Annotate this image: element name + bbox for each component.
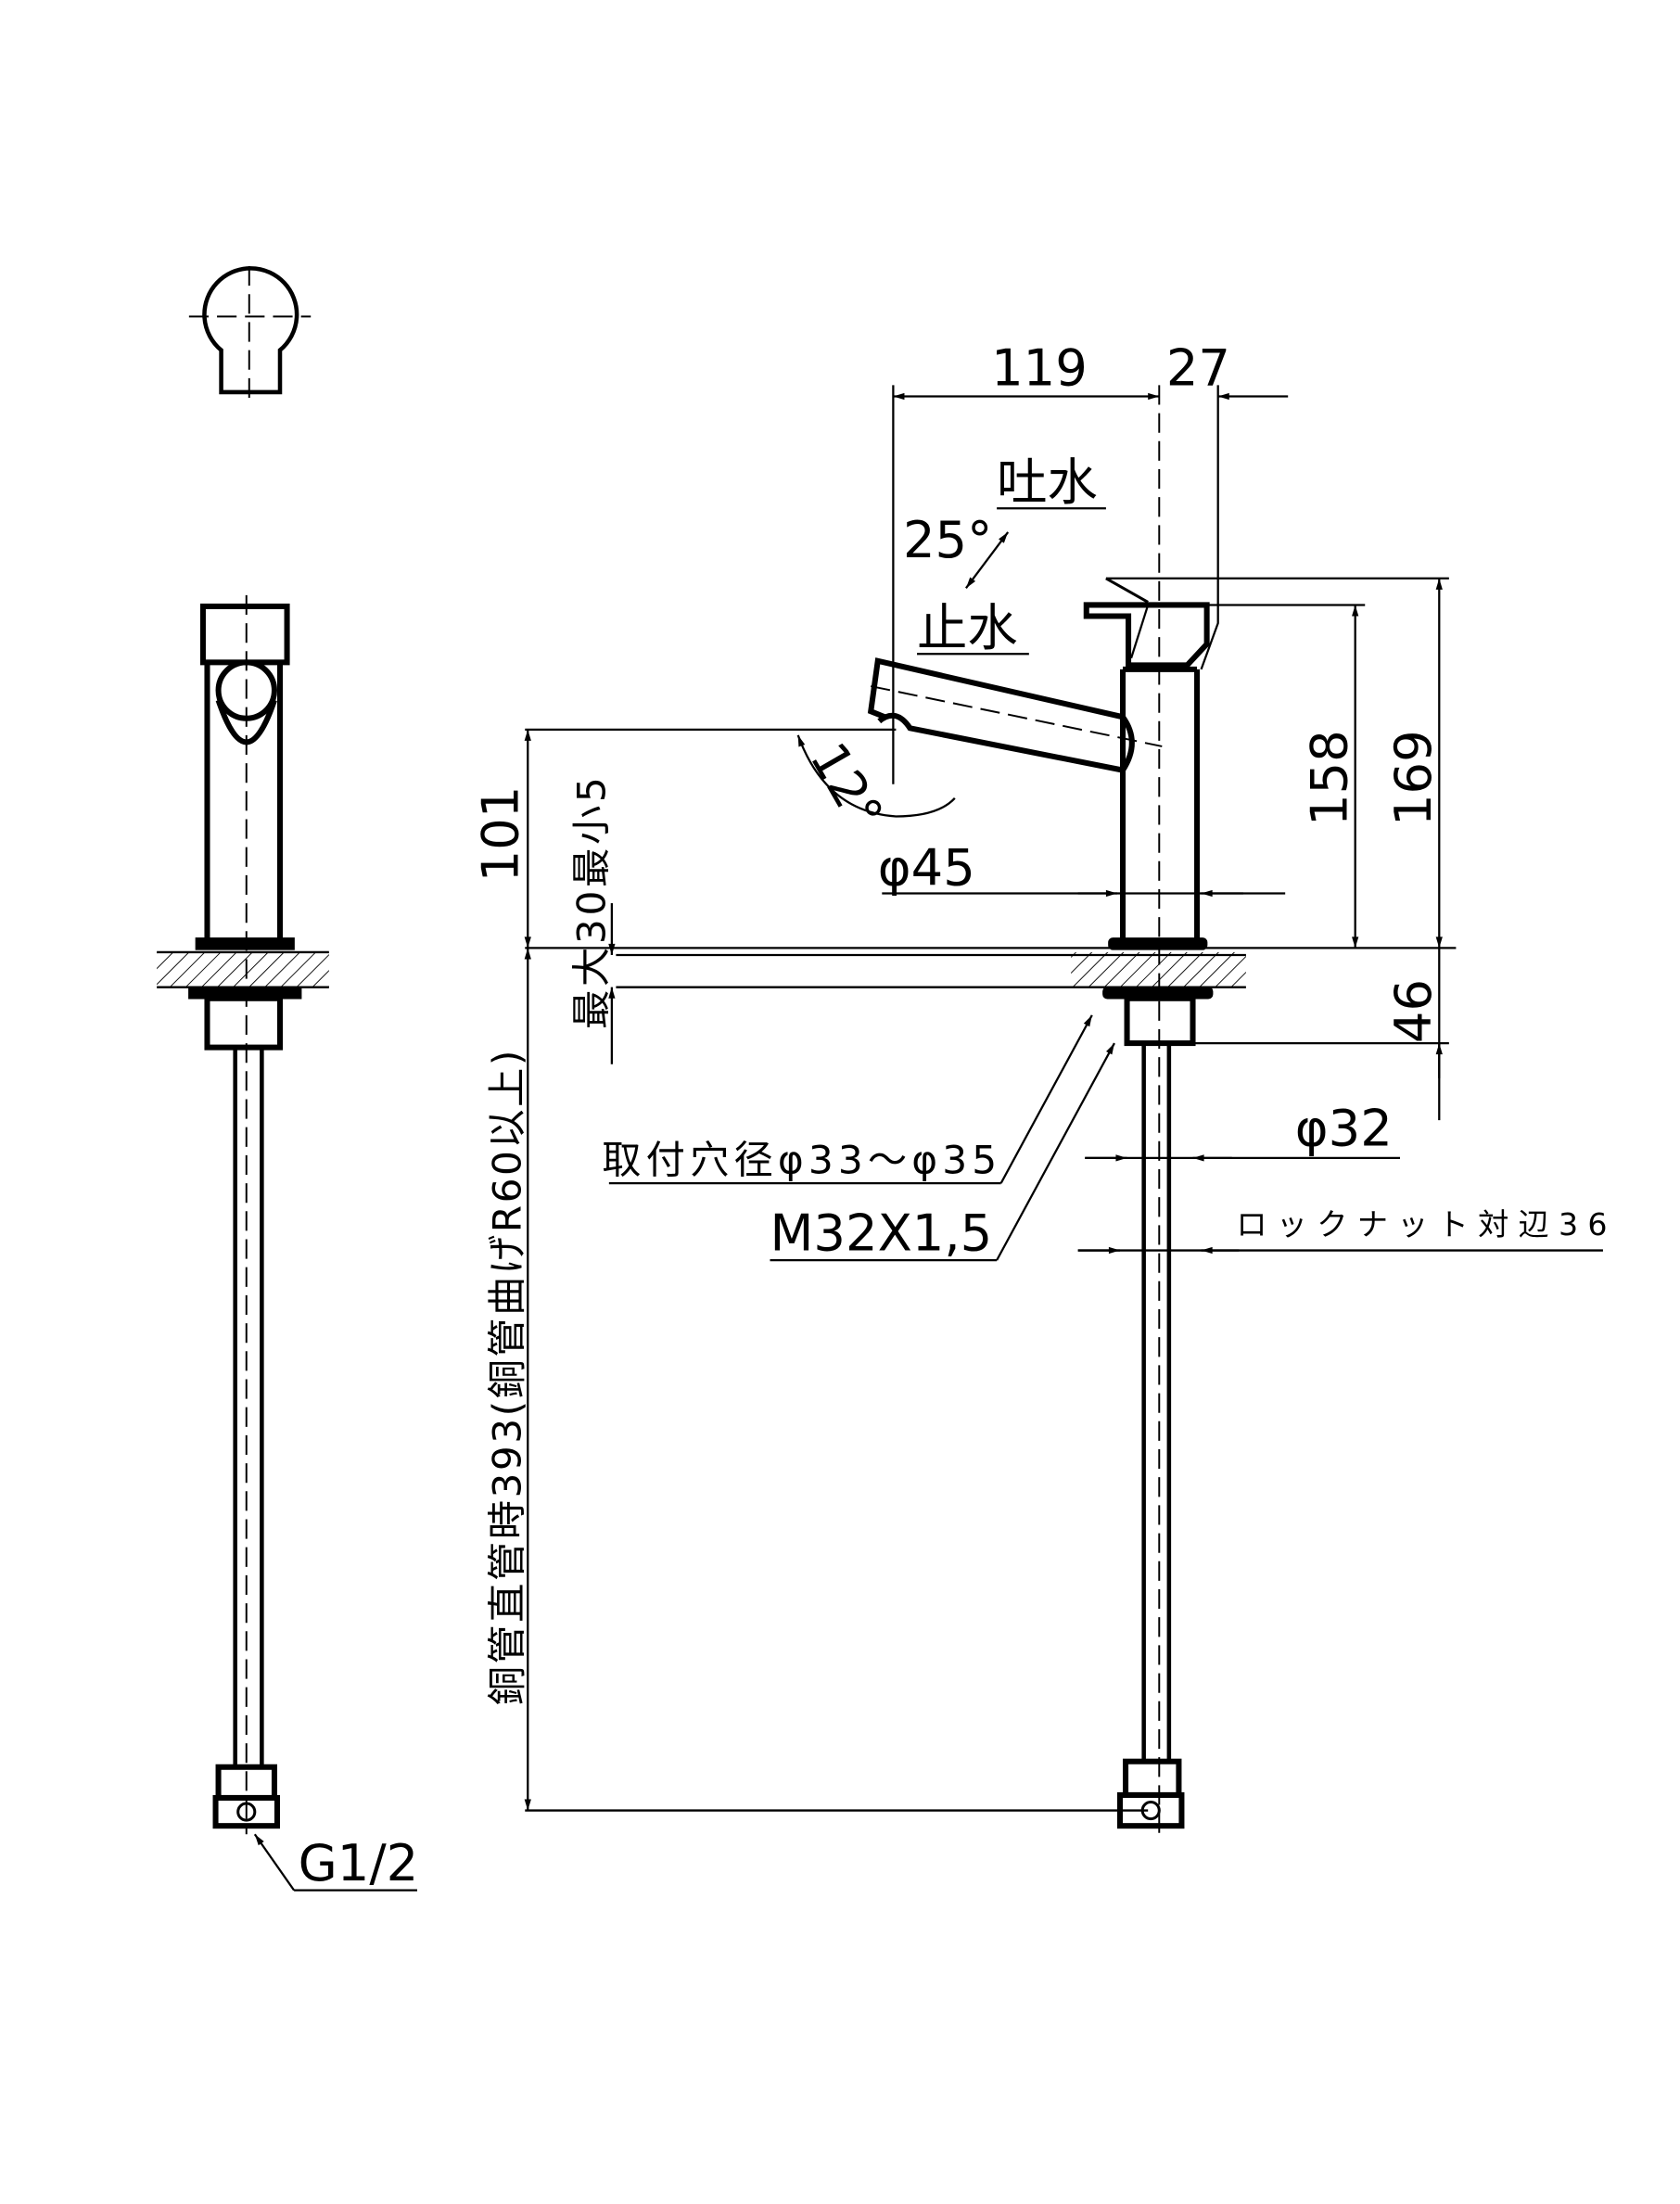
- dim-12-deg: 12°: [799, 733, 895, 840]
- connection-callout: G1/2: [253, 1833, 419, 1892]
- side-view-faucet: [525, 385, 1457, 1835]
- label-thread: M32X1,5: [770, 1204, 993, 1263]
- dim-27: 27: [1166, 338, 1230, 397]
- connection-label: G1/2: [299, 1834, 419, 1892]
- dim-25-deg: 25°: [903, 511, 992, 569]
- label-mount-hole: 取付穴径φ33～φ35: [602, 1138, 997, 1183]
- top-view-handle: [188, 266, 312, 400]
- label-spout-open: 吐水: [997, 453, 1098, 512]
- dim-phi32: φ32: [1295, 1099, 1393, 1157]
- dim-phi45: φ45: [878, 838, 975, 897]
- dim-counter-thickness: 最大30最小5: [568, 777, 614, 1029]
- dimension-labels: 119 27 吐水 25° 止水 12° φ45 158 169 101 最大3…: [472, 338, 1608, 1705]
- dim-46: 46: [1384, 979, 1443, 1043]
- label-locknut: ロックナット対辺36: [1236, 1206, 1607, 1242]
- dim-101: 101: [472, 786, 530, 883]
- front-view-faucet: [157, 594, 329, 1835]
- label-spout-closed: 止水: [917, 599, 1018, 657]
- dim-158: 158: [1301, 730, 1359, 826]
- dim-169: 169: [1384, 730, 1443, 826]
- dim-119: 119: [991, 338, 1088, 397]
- label-pipe-length: 銅管直管時393(銅管曲げR60以上): [485, 1051, 530, 1706]
- dimension-lines: [524, 385, 1603, 1812]
